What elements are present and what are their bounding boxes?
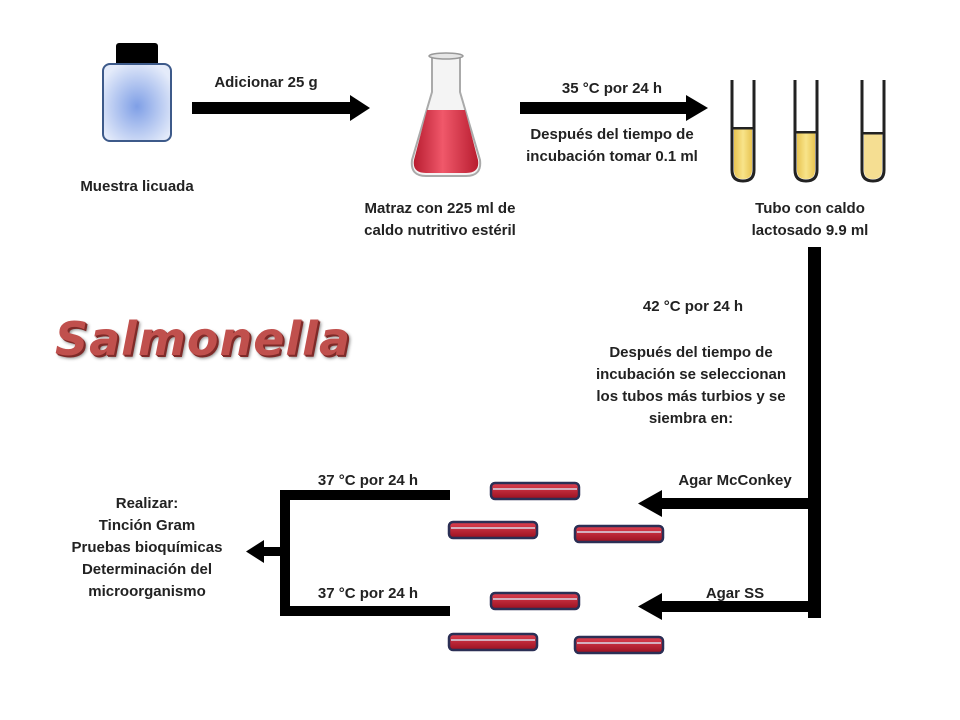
arrow-add xyxy=(192,95,370,121)
branch-connector-left xyxy=(246,490,450,616)
incubation-3-temp: 37 °C por 24 h xyxy=(317,472,419,489)
agar-ss-label: Agar SS xyxy=(705,585,765,602)
incubation-2-text: Después del tiempo de incubación se sele… xyxy=(595,344,787,427)
sample-label: Muestra licuada xyxy=(80,178,194,195)
diagram-title: Salmonella xyxy=(55,312,351,366)
add-label: Adicionar 25 g xyxy=(214,74,318,91)
incubation-1-temp: 35 °C por 24 h xyxy=(561,80,663,97)
agar-mcconkey-label: Agar McConkey xyxy=(678,472,792,489)
incubation-1-text: Después del tiempo de incubación tomar 0… xyxy=(526,126,698,165)
test-tubes-icon xyxy=(730,80,886,183)
branch-connector-right xyxy=(638,247,821,620)
incubation-2-temp: 42 °C por 24 h xyxy=(642,298,744,315)
incubation-4-temp: 37 °C por 24 h xyxy=(317,585,419,602)
petri-dish-icon xyxy=(447,591,665,655)
jar-icon xyxy=(102,43,172,142)
final-steps: Realizar: Tinción Gram Pruebas bioquímic… xyxy=(71,495,223,600)
flask-label: Matraz con 225 ml de caldo nutritivo est… xyxy=(364,200,516,239)
tube-label: Tubo con caldo lactosado 9.9 ml xyxy=(751,200,869,239)
erlenmeyer-flask-icon xyxy=(410,52,482,177)
petri-dish-icon xyxy=(447,481,665,544)
arrow-incubation-1 xyxy=(520,95,708,121)
